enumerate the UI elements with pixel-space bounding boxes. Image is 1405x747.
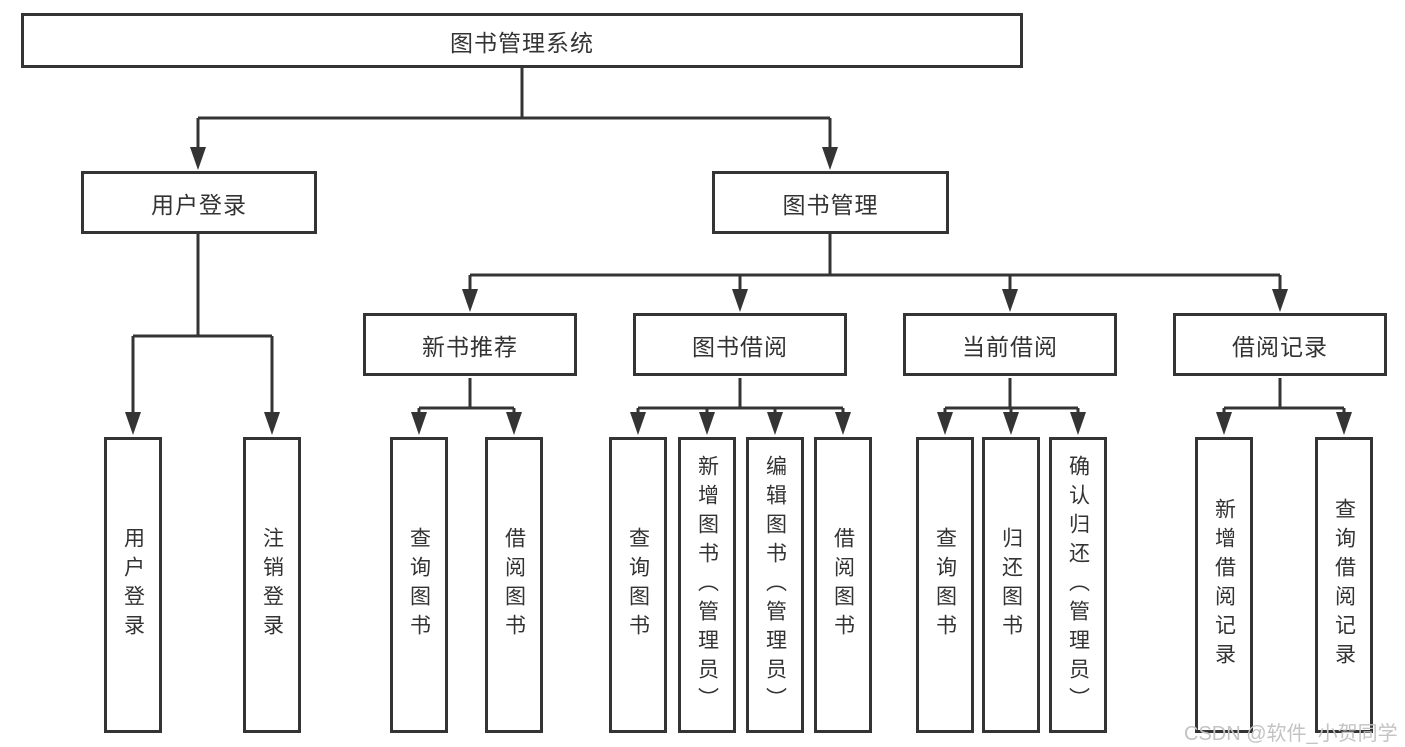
node-book-management-label: 图书管理: [782, 191, 879, 218]
leaf-return-book: 归还图书: [982, 437, 1040, 733]
leaf-query-book: 查询图书: [390, 437, 448, 733]
node-current-borrow: 当前借阅: [903, 313, 1117, 376]
leaf-edit-book-admin-label: 编辑图书（管理员）: [763, 454, 787, 716]
node-book-management: 图书管理: [712, 171, 949, 234]
leaf-confirm-return-admin: 确认归还（管理员）: [1049, 437, 1107, 733]
connector-borrow-records-to-leaves: [1216, 378, 1352, 435]
leaf-edit-book-admin: 编辑图书（管理员）: [746, 437, 804, 733]
leaf-logout-label: 注销登录: [260, 527, 284, 643]
node-borrow-records: 借阅记录: [1173, 313, 1387, 376]
leaf-add-book-admin: 新增图书（管理员）: [678, 437, 736, 733]
connector-new-book-recommend-to-leaves: [411, 378, 522, 435]
leaf-query-borrow-record: 查询借阅记录: [1315, 437, 1373, 733]
node-root-label: 图书管理系统: [450, 29, 594, 56]
connector-user-login-to-leaves: [125, 234, 280, 435]
leaf-logout: 注销登录: [243, 437, 301, 733]
node-new-book-recommend-label: 新书推荐: [422, 333, 518, 360]
node-root: 图书管理系统: [21, 13, 1023, 68]
leaf-query-borrow-record-label: 查询借阅记录: [1332, 498, 1356, 672]
leaf-borrow-book-label: 借阅图书: [502, 527, 526, 643]
leaf-query-book-label: 查询图书: [407, 527, 431, 643]
leaf-query-book: 查询图书: [916, 437, 974, 733]
leaf-borrow-book-label: 借阅图书: [831, 527, 855, 643]
leaf-borrow-book: 借阅图书: [485, 437, 543, 733]
connector-book-management-to-level3: [462, 234, 1288, 312]
leaf-add-book-admin-label: 新增图书（管理员）: [695, 454, 719, 716]
connector-book-borrow-to-leaves: [630, 378, 851, 435]
leaf-query-book-label: 查询图书: [933, 527, 957, 643]
node-new-book-recommend: 新书推荐: [363, 313, 577, 376]
leaf-user-login-label: 用户登录: [121, 527, 145, 643]
leaf-query-book: 查询图书: [609, 437, 667, 733]
node-current-borrow-label: 当前借阅: [962, 333, 1058, 360]
watermark: CSDN @软件_小贺同学: [1184, 723, 1398, 745]
leaf-user-login: 用户登录: [104, 437, 162, 733]
leaf-return-book-label: 归还图书: [999, 527, 1023, 643]
leaf-add-borrow-record: 新增借阅记录: [1195, 437, 1253, 733]
node-user-login: 用户登录: [81, 171, 317, 234]
leaf-query-book-label: 查询图书: [626, 527, 650, 643]
node-book-borrow: 图书借阅: [633, 313, 847, 376]
leaf-add-borrow-record-label: 新增借阅记录: [1212, 498, 1236, 672]
node-borrow-records-label: 借阅记录: [1232, 333, 1328, 360]
node-user-login-label: 用户登录: [151, 191, 247, 218]
connector-current-borrow-to-leaves: [937, 378, 1086, 435]
node-book-borrow-label: 图书借阅: [692, 333, 788, 360]
connector-root-to-level2: [190, 68, 838, 170]
leaf-confirm-return-admin-label: 确认归还（管理员）: [1066, 454, 1090, 716]
leaf-borrow-book: 借阅图书: [814, 437, 872, 733]
